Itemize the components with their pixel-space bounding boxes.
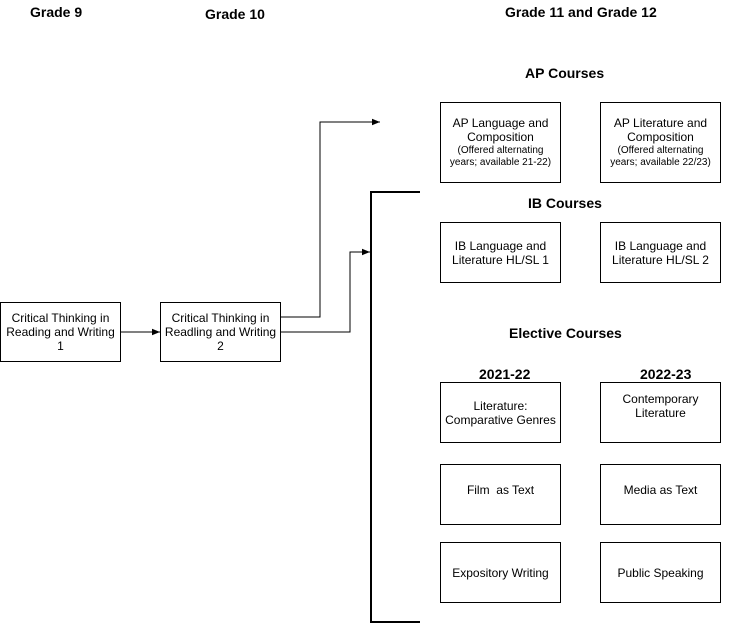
ap-language-note: (Offered alternating years; available 21… (449, 145, 552, 168)
elective-media-label: Media as Text (623, 483, 698, 497)
grade-9-course-box: Critical Thinking in Reading and Writing… (0, 302, 121, 362)
elective-literature-genres-box: Literature: Comparative Genres (440, 382, 561, 443)
arrow-grade10-to-bracket (281, 248, 370, 333)
elective-public-speaking-box: Public Speaking (600, 542, 721, 603)
elective-contemporary-literature-label: Contemporary Literature (622, 392, 699, 420)
elective-expository-writing-label: Expository Writing (452, 565, 549, 580)
ap-language-label: AP Language and Composition (452, 116, 549, 144)
ib-courses-header: IB Courses (528, 195, 602, 211)
elective-courses-header: Elective Courses (509, 325, 622, 341)
elective-film-label: Film as Text (466, 483, 535, 497)
grade-9-header: Grade 9 (30, 4, 83, 20)
grade-10-course-label: Critical Thinking in Readling and Writin… (164, 311, 277, 353)
grade-10-header: Grade 10 (205, 6, 265, 22)
elective-expository-writing-box: Expository Writing (440, 542, 561, 603)
year-2021-22-header: 2021-22 (479, 366, 531, 382)
elective-contemporary-literature-box: Contemporary Literature (600, 382, 721, 443)
elective-public-speaking-label: Public Speaking (617, 565, 704, 580)
ap-courses-header: AP Courses (525, 65, 605, 81)
bracket-ib-elective (370, 191, 420, 623)
year-2022-23-header: 2022-23 (640, 366, 692, 382)
arrow-grade10-to-ap (281, 118, 380, 318)
ib-course-1-label: IB Language and Literature HL/SL 1 (452, 238, 549, 267)
grade-9-course-label: Critical Thinking in Reading and Writing… (6, 311, 115, 353)
ap-literature-note: (Offered alternating years; available 22… (610, 145, 711, 168)
elective-literature-genres-label: Literature: Comparative Genres (445, 398, 556, 427)
ib-course-2-label: IB Language and Literature HL/SL 2 (612, 238, 709, 267)
ap-literature-box: AP Literature and Composition (Offered a… (600, 102, 721, 183)
ib-course-2-box: IB Language and Literature HL/SL 2 (600, 222, 721, 283)
ib-course-1-box: IB Language and Literature HL/SL 1 (440, 222, 561, 283)
ap-language-box: AP Language and Composition (Offered alt… (440, 102, 561, 183)
elective-film-box: Film as Text (440, 464, 561, 525)
elective-media-box: Media as Text (600, 464, 721, 525)
grade-11-12-header: Grade 11 and Grade 12 (505, 4, 657, 20)
grade-10-course-box: Critical Thinking in Readling and Writin… (160, 302, 281, 362)
ap-literature-label: AP Literature and Composition (613, 116, 708, 144)
